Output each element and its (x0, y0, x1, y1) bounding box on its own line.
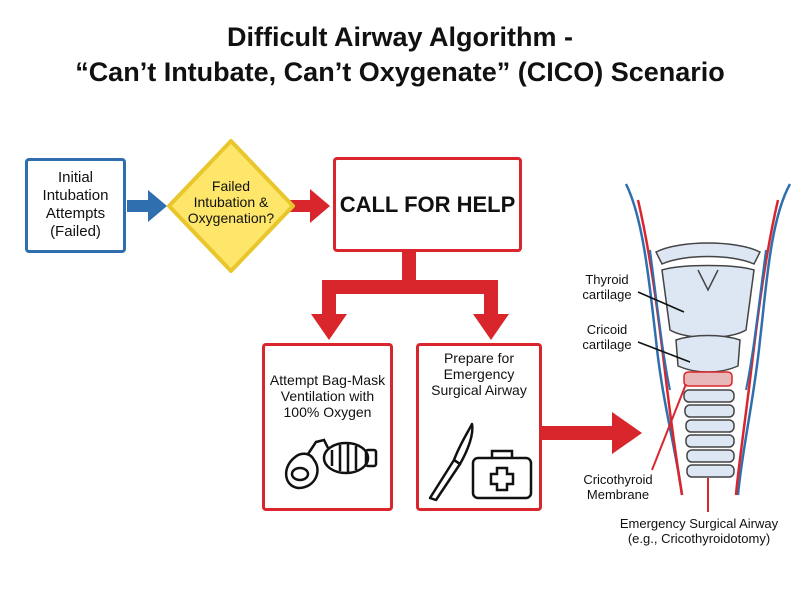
surgical-airway-label: Prepare for Emergency Surgical Airway (431, 350, 527, 398)
trachea-rings (683, 389, 735, 478)
arrow-decision-to-call (290, 189, 330, 223)
bag-mask-label: Attempt Bag-Mask Ventilation with 100% O… (269, 372, 386, 420)
call-for-help-box (333, 157, 522, 252)
arrow-surgical-to-anatomy (540, 412, 642, 454)
initial-intubation-box (25, 158, 126, 253)
cricothyroid-membrane-label: Cricothyroid Membrane (583, 472, 653, 502)
arrow-call-to-branches (311, 252, 509, 340)
title-line-1: Difficult Airway Algorithm - (226, 22, 573, 52)
thyroid-cartilage-label: Thyroid cartilage (582, 272, 632, 302)
bag-valve-mask-icon (285, 438, 378, 490)
decision-diamond (167, 139, 295, 273)
decision-label: Failed Intubation & Oxygenation? (187, 178, 275, 226)
surgical-airway-box (416, 343, 542, 511)
title-line-2: “Can’t Intubate, Can’t Oxygenate” (CICO)… (75, 57, 725, 87)
initial-intubation-label: Initial Intubation Attempts (Failed) (42, 169, 109, 240)
emergency-surgical-airway-label: Emergency Surgical Airway (e.g., Cricoth… (619, 516, 779, 546)
arrow-initial-to-decision (127, 190, 167, 222)
call-for-help-label: CALL FOR HELP (339, 192, 516, 217)
scalpel-icon (428, 422, 474, 502)
first-aid-kit-icon (471, 449, 533, 500)
bag-mask-box (262, 343, 393, 511)
larynx-trachea-illustration (624, 183, 792, 496)
cricoid-cartilage-label: Cricoid cartilage (582, 322, 632, 352)
